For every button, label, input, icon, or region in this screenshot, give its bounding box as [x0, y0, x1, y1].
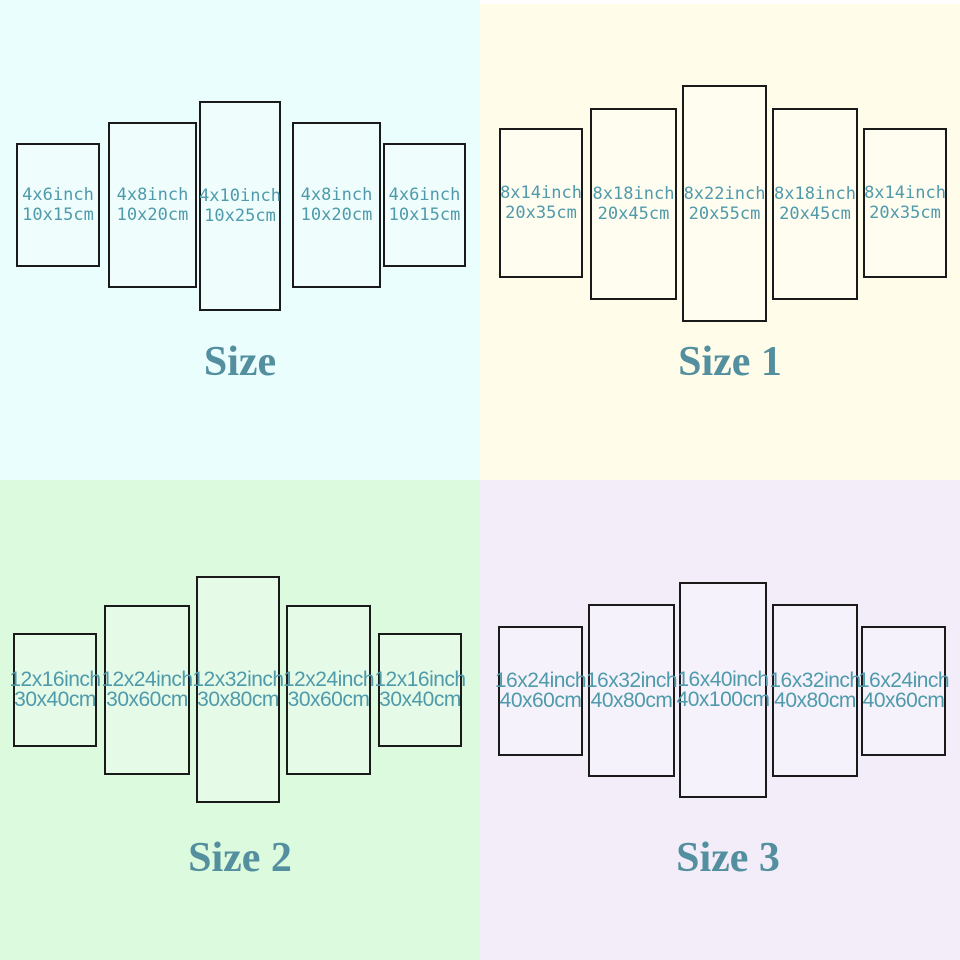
panel-inch-text: 4x8inch [300, 185, 373, 205]
panel-cm-text: 40x80cm [590, 688, 673, 712]
panel-inch-text: 4x10inch [199, 186, 281, 206]
panel-inch-text: 16x24inch [494, 669, 587, 692]
canvas-panel: 4x8inch 10x20cm [292, 122, 381, 288]
panel-size-label: 16x32inch 40x80cm [769, 668, 861, 712]
quadrant-size-3: 16x24inch 40x60cm 16x32inch 40x80cm 16x4… [480, 480, 960, 960]
panel-size-label: 16x24inch 40x60cm [494, 669, 587, 712]
canvas-panel: 8x22inch 20x55cm [682, 85, 767, 322]
panel-cm-text: 20x55cm [688, 203, 761, 224]
panel-size-label: 12x24inch 30x60cm [282, 668, 375, 711]
panel-size-label: 12x16inch 30x40cm [9, 668, 101, 711]
panel-cm-text: 30x60cm [106, 688, 188, 711]
panel-cm-text: 20x45cm [597, 204, 670, 224]
canvas-panel: 12x32inch 30x80cm [192, 576, 284, 803]
panel-cm-text: 30x40cm [14, 688, 96, 711]
panel-cm-text: 10x15cm [388, 205, 461, 225]
quadrant-size-2: 12x16inch 30x40cm 12x24inch 30x60cm 12x3… [0, 480, 480, 960]
panel-cm-text: 40x100cm [676, 688, 770, 711]
panel-cm-text: 20x35cm [505, 203, 577, 223]
panel-cm-text: 20x45cm [779, 204, 851, 224]
canvas-panel: 8x18inch 20x45cm [590, 108, 677, 300]
panel-inch-text: 16x24inch [857, 669, 950, 692]
canvas-panel: 12x24inch 30x60cm [282, 605, 375, 775]
canvas-panel: 4x6inch 10x15cm [16, 143, 100, 267]
panel-cm-text: 40x60cm [499, 689, 582, 712]
panel-cm-text: 40x60cm [862, 689, 945, 712]
panel-inch-text: 12x24inch [101, 668, 193, 691]
panel-cm-text: 10x15cm [22, 205, 94, 225]
canvas-panel: 8x18inch 20x45cm [772, 108, 858, 300]
size-title: Size 3 [676, 835, 780, 881]
canvas-panel: 8x14inch 20x35cm [499, 128, 583, 278]
panel-inch-text: 12x16inch [374, 668, 466, 691]
panel-cm-text: 30x80cm [197, 687, 279, 711]
panel-inch-text: 4x6inch [388, 185, 461, 205]
canvas-panel: 16x40inch 40x100cm [676, 582, 770, 798]
panel-inch-text: 12x24inch [282, 668, 375, 691]
quadrant-size: 4x6inch 10x15cm 4x8inch 10x20cm 4x10inch… [0, 0, 480, 480]
panel-cm-text: 30x60cm [287, 688, 370, 711]
panel-size-label: 16x40inch 40x100cm [676, 668, 770, 711]
panel-inch-text: 8x14inch [864, 183, 946, 203]
panel-size-label: 8x18inch 20x45cm [593, 184, 675, 224]
canvas-panel: 16x24inch 40x60cm [857, 626, 950, 756]
panel-size-label: 4x8inch 10x20cm [301, 185, 373, 225]
canvas-panel: 16x24inch 40x60cm [494, 626, 587, 756]
canvas-panel: 4x10inch 10x25cm [199, 101, 281, 311]
canvas-panel: 4x6inch 10x15cm [383, 143, 466, 267]
panel-size-label: 8x22inch 20x55cm [684, 184, 766, 224]
panel-inch-text: 16x32inch [585, 668, 678, 692]
canvas-panel: 8x14inch 20x35cm [863, 128, 947, 278]
canvas-panel: 16x32inch 40x80cm [769, 604, 861, 777]
canvas-panel: 12x24inch 30x60cm [101, 605, 193, 775]
panel-size-label: 16x24inch 40x60cm [857, 669, 950, 712]
quadrant-size-1: 8x14inch 20x35cm 8x18inch 20x45cm 8x22in… [480, 0, 960, 480]
panel-size-label: 8x14inch 20x35cm [864, 183, 946, 223]
panel-size-label: 12x24inch 30x60cm [101, 668, 193, 711]
panel-size-label: 4x10inch 10x25cm [199, 186, 281, 226]
panel-size-label: 4x8inch 10x20cm [117, 185, 189, 225]
size-title: Size 1 [678, 339, 782, 385]
panel-inch-text: 16x40inch [677, 668, 769, 691]
panel-inch-text: 8x18inch [592, 184, 675, 204]
canvas-panel: 12x16inch 30x40cm [9, 633, 101, 747]
panel-cm-text: 10x25cm [204, 206, 276, 226]
size-title: Size 2 [188, 835, 292, 881]
canvas-panel: 12x16inch 30x40cm [374, 633, 466, 747]
canvas-panel: 16x32inch 40x80cm [585, 604, 678, 777]
panel-inch-text: 8x22inch [683, 183, 766, 204]
panel-cm-text: 10x20cm [116, 205, 189, 225]
panel-size-label: 12x32inch 30x80cm [192, 667, 284, 711]
panel-size-label: 16x32inch 40x80cm [585, 668, 678, 712]
panel-cm-text: 20x35cm [869, 203, 941, 223]
size-title: Size [203, 339, 277, 385]
panel-inch-text: 4x8inch [116, 185, 189, 205]
panel-inch-text: 4x6inch [22, 185, 94, 205]
panel-inch-text: 12x16inch [9, 668, 101, 691]
panel-cm-text: 10x20cm [300, 205, 373, 225]
panel-cm-text: 40x80cm [774, 688, 856, 712]
panel-inch-text: 16x32inch [769, 668, 861, 692]
panel-size-label: 4x6inch 10x15cm [22, 185, 94, 225]
top-white-strip [480, 0, 960, 4]
panel-size-label: 8x18inch 20x45cm [774, 184, 856, 224]
panel-size-label: 8x14inch 20x35cm [500, 183, 582, 223]
panel-inch-text: 8x14inch [500, 183, 582, 203]
panel-size-label: 4x6inch 10x15cm [389, 185, 461, 225]
panel-cm-text: 30x40cm [379, 688, 461, 711]
panel-inch-text: 8x18inch [774, 184, 856, 204]
panel-size-label: 12x16inch 30x40cm [374, 668, 466, 711]
canvas-panel: 4x8inch 10x20cm [108, 122, 197, 288]
panel-inch-text: 12x32inch [192, 667, 284, 691]
